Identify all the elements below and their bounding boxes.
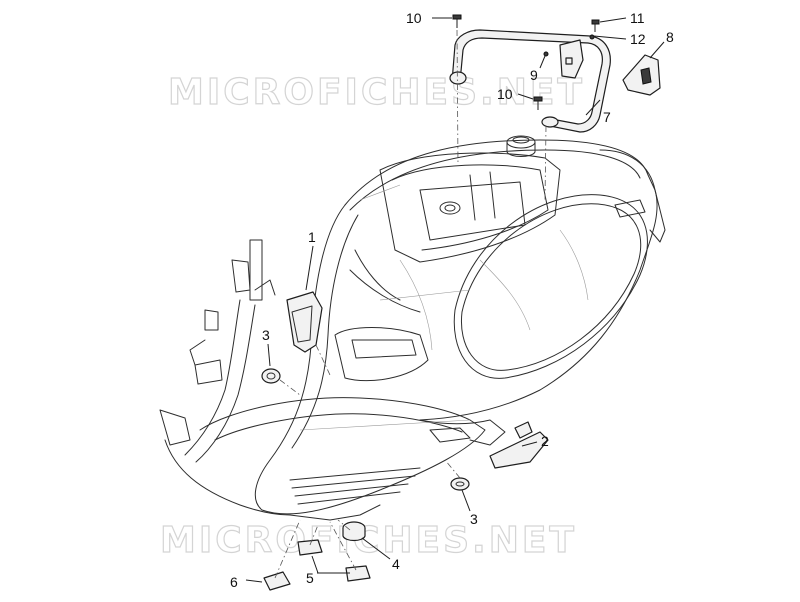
callout-2: 2 [541,433,549,449]
rail-center-bracket [559,39,584,79]
watermark-top: MICROFICHES.NET [168,72,585,113]
footrest-pad-right [345,565,371,582]
callout-10-top: 10 [406,10,422,26]
callout-10-middle: 10 [497,86,513,102]
footrest-pad-left [297,539,323,556]
rear-badge-cover [622,54,661,96]
callout-8: 8 [666,29,674,45]
callouts: 1 2 3 3 4 5 6 7 8 9 10 10 11 12 [230,10,674,590]
washer-12 [589,34,595,40]
footboard-grommet-right [450,477,470,491]
callout-11: 11 [630,10,645,26]
glovebox-door-left [286,291,323,353]
callout-7: 7 [603,109,611,125]
cap-6 [263,571,291,591]
callout-4: 4 [392,556,400,572]
callout-9: 9 [530,67,538,83]
watermark-bottom: MICROFICHES.NET [160,520,577,561]
screw-top-left [452,14,462,28]
callout-1: 1 [308,229,316,245]
footboard-grommet-left [261,368,281,384]
callout-6: 6 [230,574,238,590]
callout-12: 12 [630,31,646,47]
assembly-lines [274,29,547,579]
screw-middle [533,96,543,110]
grab-rail [449,29,611,133]
callout-3-right: 3 [470,511,478,527]
callout-5: 5 [306,570,314,586]
side-trim-right [489,421,549,469]
callout-3-left: 3 [262,327,270,343]
washer-9 [543,51,549,57]
footrest-plug-large [342,521,366,542]
leader-lines [245,17,665,583]
screw-top-right [591,19,600,32]
scooter-body-frame [159,135,666,521]
